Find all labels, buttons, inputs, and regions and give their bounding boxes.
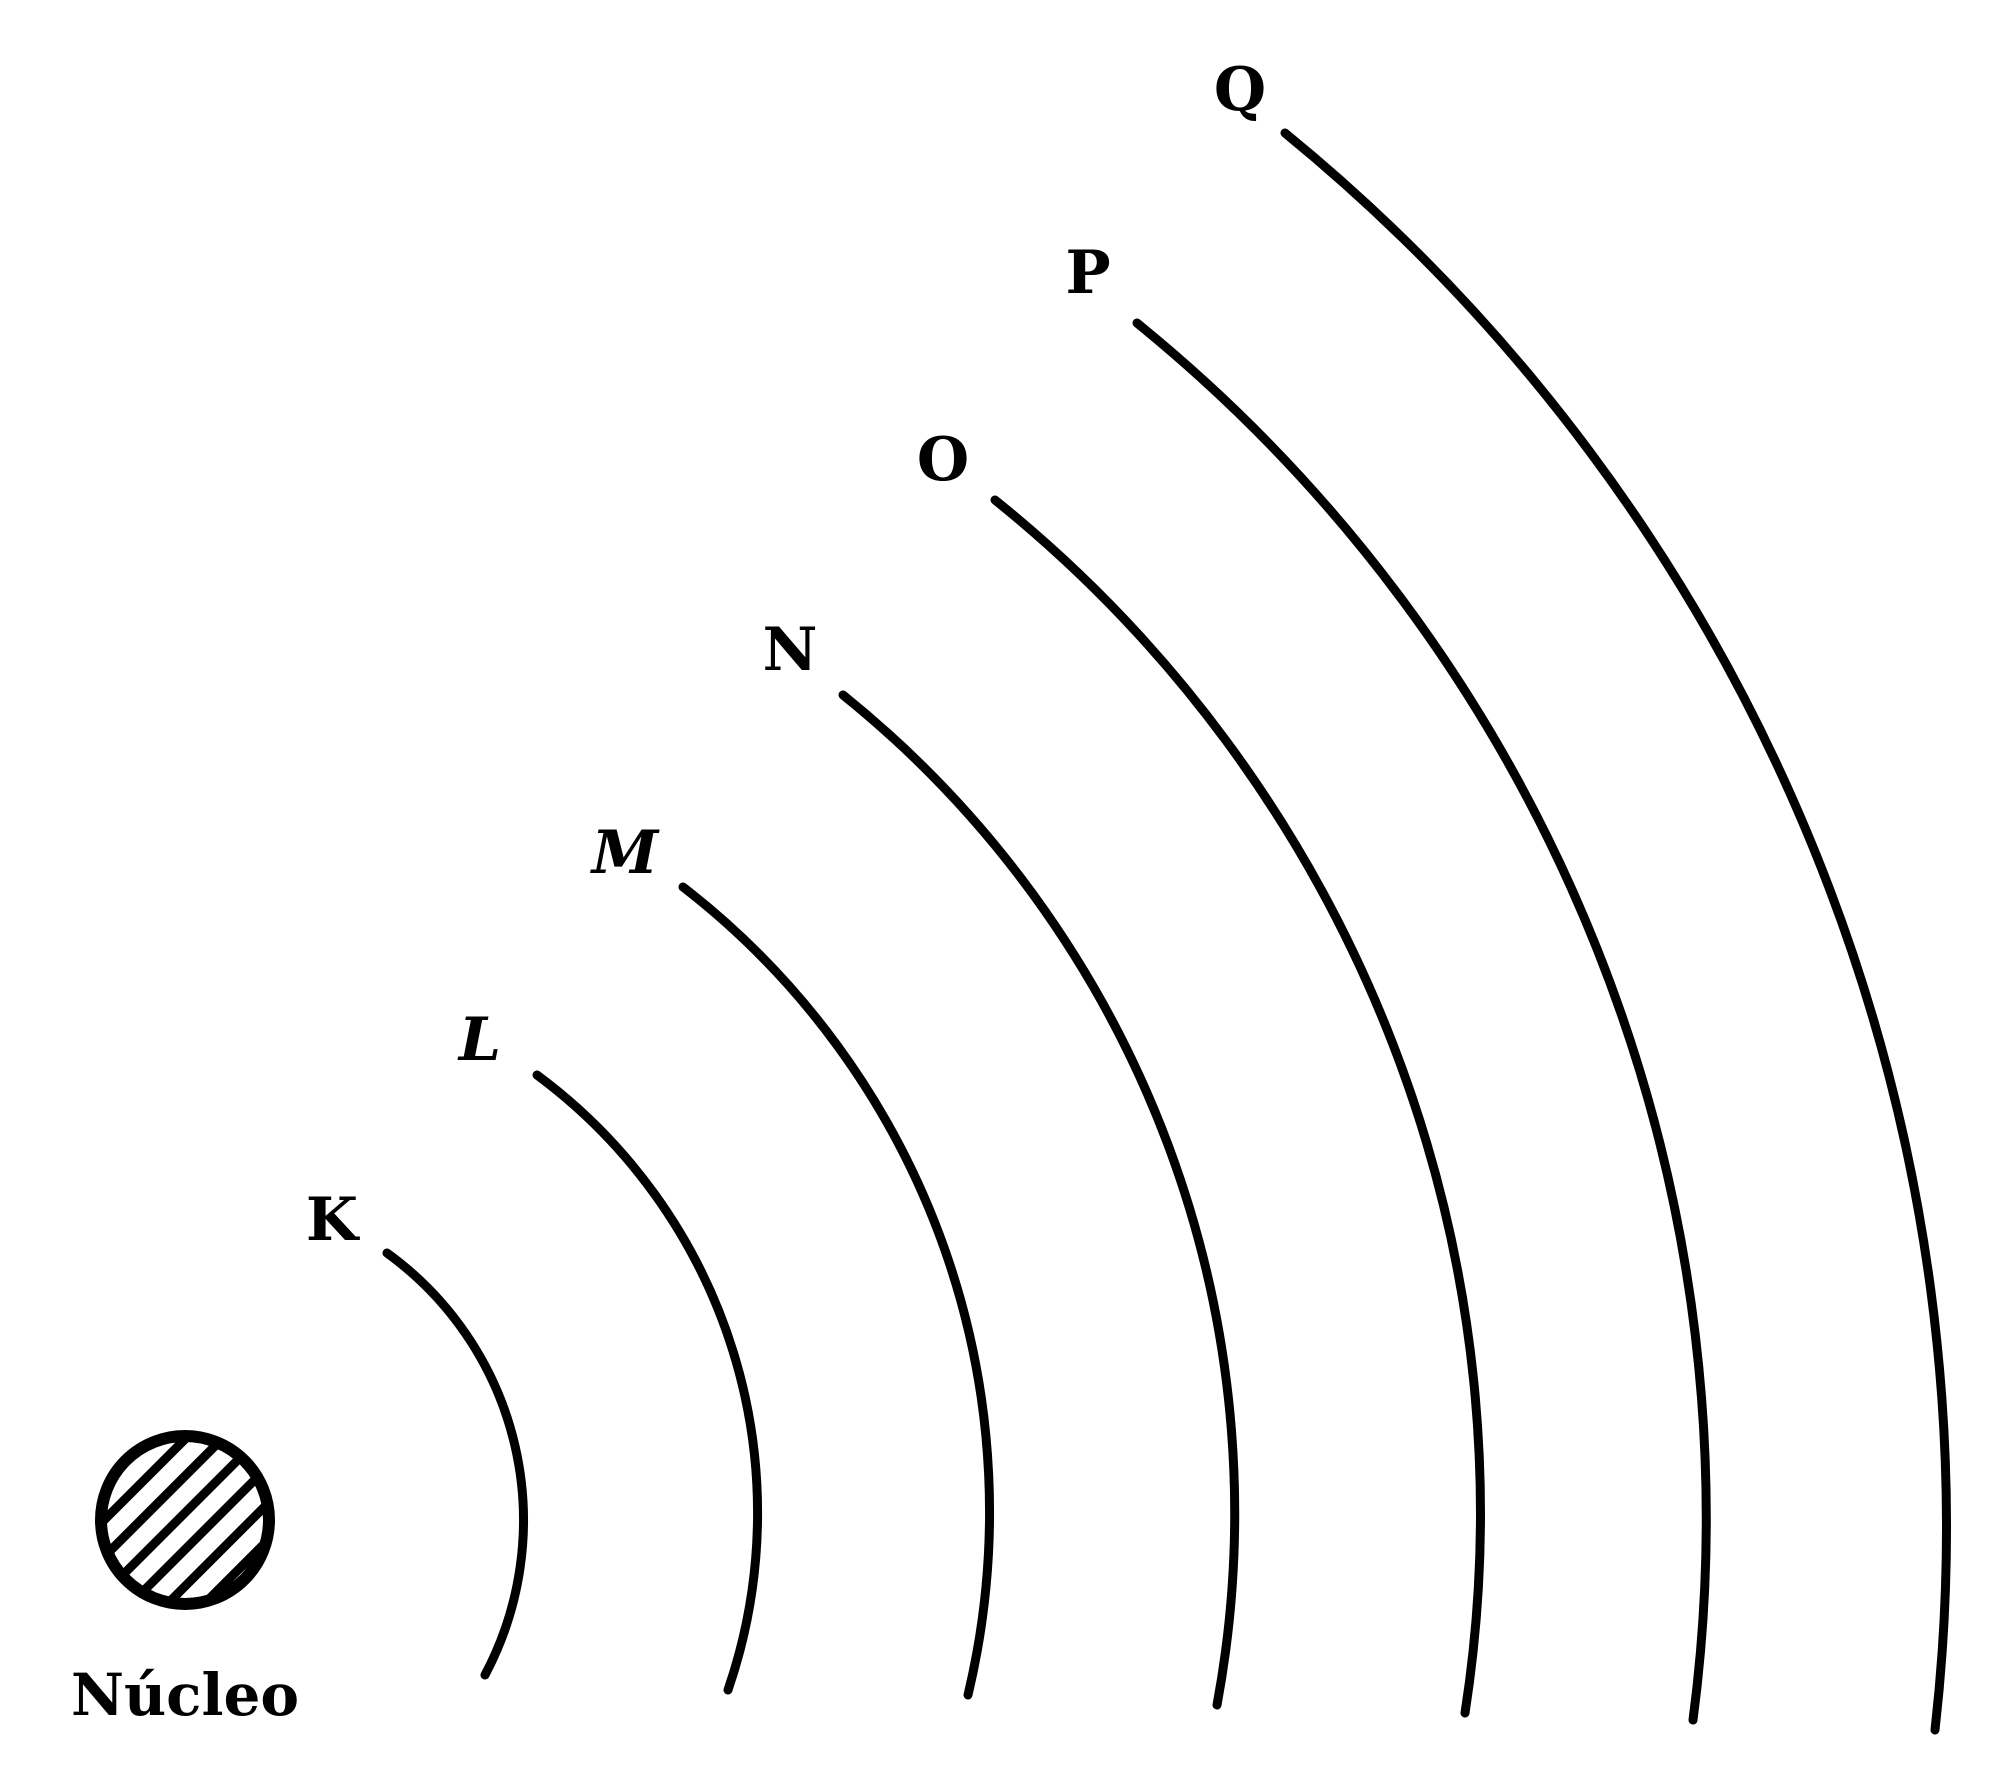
shell-label-o: O — [917, 425, 969, 495]
nucleus-label: Núcleo — [71, 1661, 299, 1729]
shell-arc-m — [678, 882, 995, 1700]
shell-label-n: N — [763, 615, 818, 685]
shell-arc-k — [382, 1248, 528, 1680]
shell-labels: K L M N O P Q — [306, 55, 1266, 1255]
shell-arc-p — [1132, 318, 1711, 1725]
shell-label-p: P — [1065, 238, 1110, 308]
shell-label-m: M — [590, 818, 660, 888]
shell-arc-n — [838, 690, 1240, 1710]
shell-arc-q — [1280, 128, 1951, 1735]
shell-arcs — [382, 128, 1951, 1735]
shell-label-q: Q — [1214, 55, 1266, 125]
shell-arc-l — [532, 1070, 763, 1695]
shell-label-l: L — [457, 1005, 501, 1075]
nucleus-circle — [95, 1430, 275, 1610]
nucleus: Núcleo — [71, 1430, 299, 1729]
shell-arc-o — [990, 495, 1485, 1718]
shell-label-k: K — [306, 1185, 360, 1255]
